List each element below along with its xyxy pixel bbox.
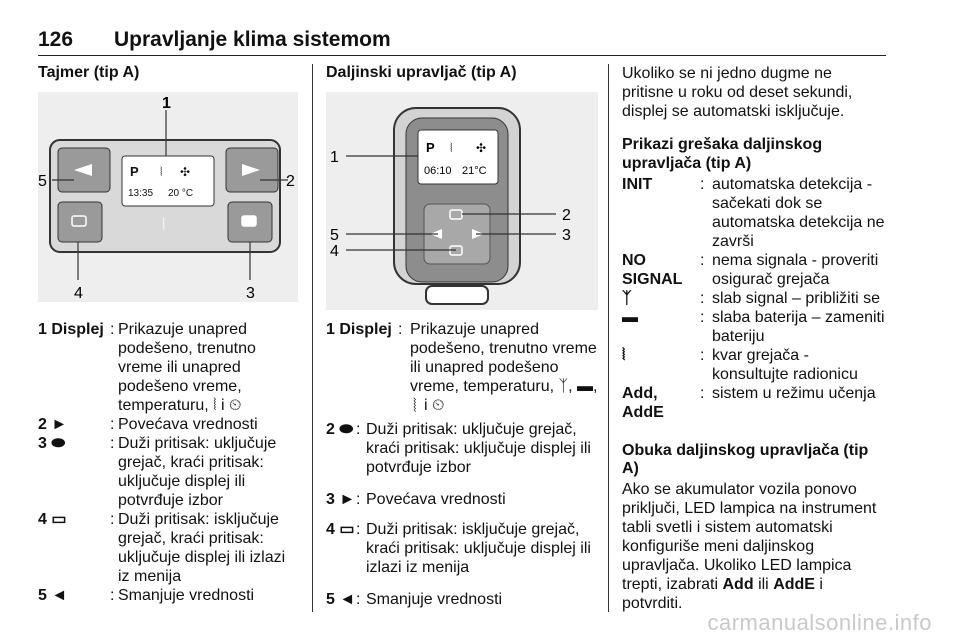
error-def: slaba baterija – zameniti bateriju — [712, 309, 885, 345]
callout-5: 5 — [330, 227, 339, 244]
error-row: INIT : automatska detekcija - sačekati d… — [622, 176, 885, 250]
legend-row: 4 ▭ : Duži pritisak: isključuje grejač, … — [326, 520, 598, 590]
timer-screen-time: 13:35 — [128, 188, 153, 199]
remote-screen-temp: 21°C — [462, 165, 487, 177]
callout-4: 4 — [74, 285, 83, 302]
legend-def: Prikazuje unapred podešeno, trenutno vre… — [410, 321, 598, 414]
legend-def: Smanjuje vrednosti — [118, 587, 255, 604]
legend-term: 3 ⬬ — [38, 435, 66, 452]
callout-1: 1 — [162, 95, 171, 112]
timer-screen-p: P — [130, 164, 139, 179]
section-title: Tajmer (tip A) — [38, 64, 140, 81]
error-def: slab signal – približiti se — [712, 290, 881, 307]
column-divider — [608, 64, 609, 612]
callout-3: 3 — [562, 227, 571, 244]
errors-title: Prikazi grešaka daljinskog upravljača (t… — [622, 136, 823, 172]
legend-term: 2 ⬬ — [326, 421, 354, 438]
section-title: Daljinski upravljač (tip A) — [326, 64, 517, 81]
legend-row: 4 ▭ : Duži pritisak: isključuje grejač, … — [38, 510, 300, 586]
error-term: Add, AddE — [622, 385, 664, 421]
error-row: ⦚ : kvar grejača - konsultujte radionicu — [622, 346, 886, 384]
error-def: nema signala - proveriti osigurač grejač… — [712, 252, 879, 288]
legend-row: 2 ► : Povećava vrednosti — [38, 415, 300, 434]
callout-1: 1 — [330, 149, 339, 166]
legend-def: Duži pritisak: uključuje grejač, kraći p… — [366, 421, 591, 476]
legend-row: 5 ◄ : Smanjuje vrednosti — [38, 586, 300, 605]
callout-2: 2 — [286, 173, 295, 190]
legend-def: Smanjuje vrednosti — [366, 591, 503, 608]
callout-3: 3 — [246, 285, 255, 302]
svg-text:✣: ✣ — [476, 141, 486, 155]
error-term: INIT — [622, 176, 653, 193]
errors-list: INIT : automatska detekcija - sačekati d… — [622, 175, 886, 424]
legend-row: 5 ◄ : Smanjuje vrednosti — [326, 590, 598, 609]
remote-section: Daljinski upravljač (tip A) — [326, 64, 598, 90]
remote-screen-time: 06:10 — [424, 165, 452, 177]
error-row: ᛉ : slab signal – približiti se — [622, 289, 886, 308]
legend-row: 1 Displej : Prikazuje unapred podešeno, … — [38, 320, 300, 415]
legend-row: 3 ⬬ : Duži pritisak: uključuje grejač, k… — [38, 434, 300, 510]
error-term: ⦚ — [622, 347, 626, 364]
training-title: Obuka daljinskog upravljača (tip A) — [622, 442, 869, 477]
legend-term: 4 ▭ — [38, 511, 67, 528]
callout-5: 5 — [38, 173, 47, 190]
page-title: Upravljanje klima sistemom — [114, 28, 391, 51]
training-text: Ako se akumulator vozila ponovo priključ… — [622, 481, 877, 593]
legend-def: Prikazuje unapred podešeno, trenutno vre… — [118, 321, 256, 414]
callout-4: 4 — [330, 243, 339, 260]
error-row: NO SIGNAL : nema signala - proveriti osi… — [622, 251, 886, 289]
error-def: sistem u režimu učenja — [712, 385, 876, 402]
training-or: ili — [758, 576, 769, 593]
legend-def: Duži pritisak: isključuje grejač, kraći … — [366, 521, 591, 576]
error-def: automatska detekcija - sačekati dok se a… — [712, 176, 885, 250]
error-def: kvar grejača - konsultujte radionicu — [712, 347, 858, 383]
remote-illustration: P ⦚ ✣ 06:10 21°C 1 2 3 4 5 — [326, 92, 598, 310]
error-term: ᛉ — [622, 290, 632, 307]
info-section: Ukoliko se ni jedno dugme ne pritisne u … — [622, 64, 886, 613]
error-term: ▬ — [622, 309, 638, 326]
timer-section: Tajmer (tip A) — [38, 64, 300, 90]
svg-text:✣: ✣ — [180, 165, 190, 179]
training-text-end: i potvrditi. — [622, 576, 823, 612]
timer-screen-temp: 20 °C — [168, 188, 193, 199]
svg-text:⦚: ⦚ — [160, 165, 163, 179]
legend-term: 4 ▭ — [326, 521, 355, 538]
column-divider — [312, 64, 313, 612]
intro-paragraph: Ukoliko se ni jedno dugme ne pritisne u … — [622, 65, 853, 120]
legend-def: Povećava vrednosti — [366, 491, 506, 508]
training-adde: AddE — [773, 576, 815, 593]
page-header: 126 Upravljanje klima sistemom — [38, 26, 886, 56]
remote-screen-p: P — [426, 140, 435, 155]
svg-text:⦚: ⦚ — [162, 217, 165, 234]
remote-legend: 1 Displej : Prikazuje unapred podešeno, … — [326, 320, 598, 609]
error-row: ▬ : slaba baterija – zameniti bateriju — [622, 309, 885, 345]
legend-term: 5 ◄ — [38, 587, 68, 604]
legend-term: 1 Displej — [326, 321, 392, 338]
watermark: carmanualsonline.info — [707, 610, 932, 635]
legend-def: Duži pritisak: isključuje grejač, kraći … — [118, 511, 286, 585]
timer-panel-illustration: P ⦚ ✣ 13:35 20 °C ⦚ 1 2 3 4 5 — [38, 92, 298, 302]
training-add: Add — [722, 576, 754, 593]
legend-term: 3 ► — [326, 491, 356, 508]
legend-def: Povećava vrednosti — [118, 416, 258, 433]
legend-term: 1 Displej — [38, 321, 104, 338]
legend-row: 3 ► : Povećava vrednosti — [326, 490, 598, 520]
svg-text:⦚: ⦚ — [450, 141, 453, 155]
callout-2: 2 — [562, 207, 571, 224]
training-paragraph: Ako se akumulator vozila ponovo priključ… — [622, 480, 886, 613]
timer-legend: 1 Displej : Prikazuje unapred podešeno, … — [38, 320, 300, 605]
legend-term: 5 ◄ — [326, 591, 356, 608]
page-number: 126 — [38, 28, 74, 51]
legend-row: 1 Displej : Prikazuje unapred podešeno, … — [326, 321, 598, 414]
error-term: NO SIGNAL — [622, 252, 683, 288]
legend-term: 2 ► — [38, 416, 68, 433]
legend-def: Duži pritisak: uključuje grejač, kraći p… — [118, 435, 277, 509]
error-row: Add, AddE : sistem u režimu učenja — [622, 384, 886, 424]
legend-row: 2 ⬬ : Duži pritisak: uključuje grejač, k… — [326, 420, 598, 490]
